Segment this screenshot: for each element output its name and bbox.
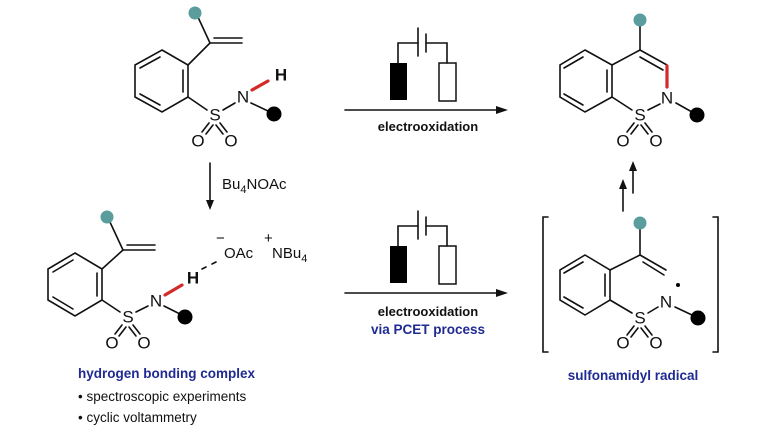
sulfur-atom: S — [634, 309, 645, 328]
bullet-item: • spectroscopic experiments — [78, 389, 247, 404]
left-bracket — [542, 216, 549, 353]
top-arrow-label: electrooxidation — [378, 119, 478, 134]
oxygen-atom: O — [224, 132, 237, 151]
bullet-item: • cyclic voltammetry — [78, 410, 197, 425]
electrochemical-cell-icon — [390, 210, 457, 285]
oxygen-atom: O — [649, 132, 662, 151]
substituent-dot — [188, 6, 202, 20]
group-dot — [266, 106, 282, 122]
group-dot — [177, 309, 193, 325]
oxygen-atom: O — [105, 334, 118, 353]
nitrogen-atom: N — [660, 293, 672, 312]
nitrogen-atom: N — [661, 89, 673, 108]
cyclized-product: N S O O — [559, 13, 705, 151]
radical-intermediate: S N O O — [542, 216, 719, 353]
negative-charge: − — [216, 230, 225, 247]
multistep-arrows — [619, 161, 637, 212]
complex-label: hydrogen bonding complex — [78, 366, 255, 381]
acetate-anion: OAc — [224, 245, 254, 262]
electrochemical-cell-icon — [390, 27, 457, 102]
group-dot — [689, 107, 705, 123]
substituent-dot — [100, 210, 114, 224]
hydrogen-bonding-complex: S N H OAc − + NBu4 O O — [47, 210, 307, 353]
oxygen-atom: O — [191, 132, 204, 151]
oxygen-atom: O — [616, 334, 629, 353]
pcet-label: via PCET process — [371, 322, 485, 337]
sulfur-atom: S — [634, 106, 645, 125]
hydrogen-atom: H — [187, 269, 199, 288]
reagent-label: Bu4NOAc — [222, 176, 287, 196]
sulfur-atom: S — [122, 308, 133, 327]
bottom-arrow-label: electrooxidation — [378, 304, 478, 319]
oxygen-atom: O — [137, 334, 150, 353]
oxygen-atom: O — [616, 132, 629, 151]
base-addition-step: Bu4NOAc — [206, 162, 287, 210]
substituent-dot — [633, 13, 647, 27]
sulfur-atom: S — [209, 106, 220, 125]
right-bracket — [712, 216, 719, 353]
hydrogen-atom: H — [275, 66, 287, 85]
nitrogen-atom: N — [150, 292, 162, 311]
nitrogen-atom: N — [237, 88, 249, 107]
tetrabutylammonium-cation: NBu4 — [272, 245, 307, 265]
radical-label: sulfonamidyl radical — [568, 368, 699, 383]
starting-sulfonamide: S N H O O — [134, 6, 287, 151]
substituent-dot — [633, 216, 647, 230]
radical-dot — [676, 283, 680, 287]
positive-charge: + — [264, 230, 273, 247]
group-dot — [690, 310, 706, 326]
oxygen-atom: O — [649, 334, 662, 353]
